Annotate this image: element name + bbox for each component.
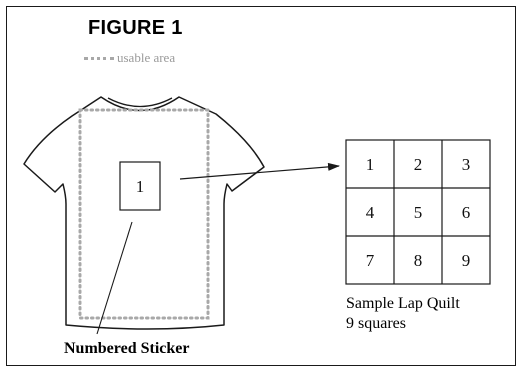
quilt-square-number: 3 [462, 155, 471, 174]
quilt-grid-border [345, 139, 491, 285]
figure-title: FIGURE 1 [88, 17, 183, 39]
usable-area-rect [78, 108, 210, 320]
quilt-caption-count: 9 squares [346, 315, 406, 332]
legend-label: usable area [117, 50, 176, 65]
legend: usable area [84, 50, 175, 66]
legend-dotted-swatch [84, 56, 114, 60]
quilt-square-number: 8 [414, 251, 423, 270]
quilt-square-number: 9 [462, 251, 471, 270]
sticker-leader-line [96, 221, 133, 335]
quilt-caption: Sample Lap Quilt 9 squares [346, 294, 460, 334]
sticker-number: 1 [136, 177, 145, 196]
quilt-square-number: 5 [414, 203, 423, 222]
tshirt-outline [23, 96, 265, 330]
quilt-square-number: 1 [366, 155, 375, 174]
quilt-square-number: 2 [414, 155, 423, 174]
quilt-square-number: 7 [366, 251, 375, 270]
quilt-caption-title: Sample Lap Quilt [346, 295, 460, 312]
arrow-to-quilt [179, 162, 340, 180]
quilt-grid: 1 2 3 4 5 6 7 8 9 [345, 139, 491, 285]
quilt-square-number: 4 [366, 203, 375, 222]
quilt-square-number: 6 [462, 203, 471, 222]
sticker-box [119, 161, 161, 211]
sticker-caption: Numbered Sticker [64, 340, 190, 357]
tshirt-collar [107, 97, 173, 108]
